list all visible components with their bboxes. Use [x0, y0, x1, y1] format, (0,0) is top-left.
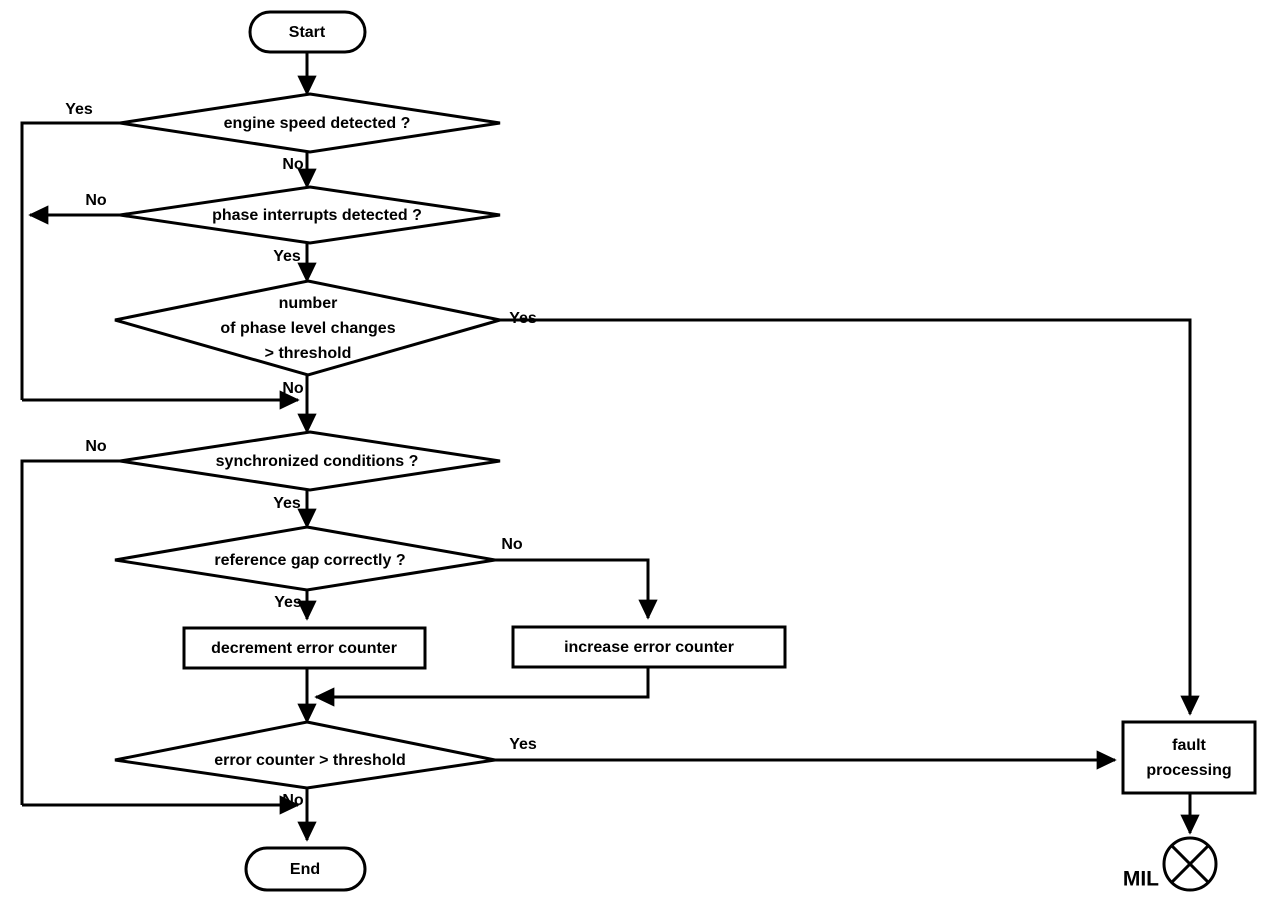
node-phase-interrupts[interactable] — [119, 185, 501, 245]
node-phase-interrupts-label: phase interrupts detected ? — [212, 207, 422, 224]
node-sync-conditions[interactable] — [119, 430, 501, 492]
edge-label-engine-speed-no: No — [282, 156, 304, 173]
node-sync-conditions-label: synchronized conditions ? — [216, 453, 419, 470]
node-decrement-counter[interactable] — [182, 626, 427, 670]
edge-label-reference-gap-no: No — [501, 536, 523, 553]
edge-label-phase-level-yes: Yes — [509, 310, 537, 327]
node-end[interactable] — [244, 846, 367, 892]
edge-label-phase-interrupts-yes: Yes — [273, 248, 301, 265]
mil-indicator-icon — [1162, 836, 1218, 892]
node-increase-counter-label: increase error counter — [564, 639, 734, 656]
node-reference-gap-label: reference gap correctly ? — [214, 552, 405, 569]
node-fault-processing-line2: processing — [1146, 762, 1231, 779]
node-error-counter-threshold-label: error counter > threshold — [214, 752, 406, 769]
edge-reference-gap-no-right — [495, 558, 658, 620]
node-start-label: Start — [289, 24, 326, 41]
node-phase-level-changes-line3: > threshold — [265, 345, 352, 362]
node-error-counter-threshold[interactable] — [114, 720, 496, 790]
node-increase-counter[interactable] — [511, 625, 787, 669]
edge-sync-conditions-no-left — [20, 459, 120, 805]
edge-increase-counter-join — [314, 667, 650, 707]
node-engine-speed[interactable] — [119, 92, 501, 154]
edge-label-engine-speed-yes: Yes — [65, 101, 93, 118]
edge-label-reference-gap-yes: Yes — [274, 594, 302, 611]
node-start[interactable] — [248, 10, 367, 54]
node-engine-speed-label: engine speed detected ? — [224, 115, 411, 132]
node-fault-processing-line1: fault — [1172, 737, 1206, 754]
edge-phase-level-yes-right — [500, 318, 1200, 716]
mil-label: MIL — [1123, 868, 1159, 891]
node-phase-level-changes[interactable] — [114, 279, 501, 377]
edge-label-sync-conditions-no: No — [85, 438, 107, 455]
edge-label-error-counter-no: No — [282, 792, 304, 809]
node-end-label: End — [290, 861, 320, 878]
node-phase-level-changes-line2: of phase level changes — [220, 320, 395, 337]
node-decrement-counter-label: decrement error counter — [211, 640, 397, 657]
edge-label-phase-level-no: No — [282, 380, 304, 397]
edge-label-sync-conditions-yes: Yes — [273, 495, 301, 512]
edge-engine-speed-yes-left — [20, 121, 120, 400]
node-reference-gap[interactable] — [114, 525, 496, 592]
node-fault-processing[interactable] — [1121, 720, 1257, 795]
edge-label-error-counter-yes: Yes — [509, 736, 537, 753]
edge-label-phase-interrupts-no: No — [85, 192, 107, 209]
node-phase-level-changes-line1: number — [279, 295, 338, 312]
